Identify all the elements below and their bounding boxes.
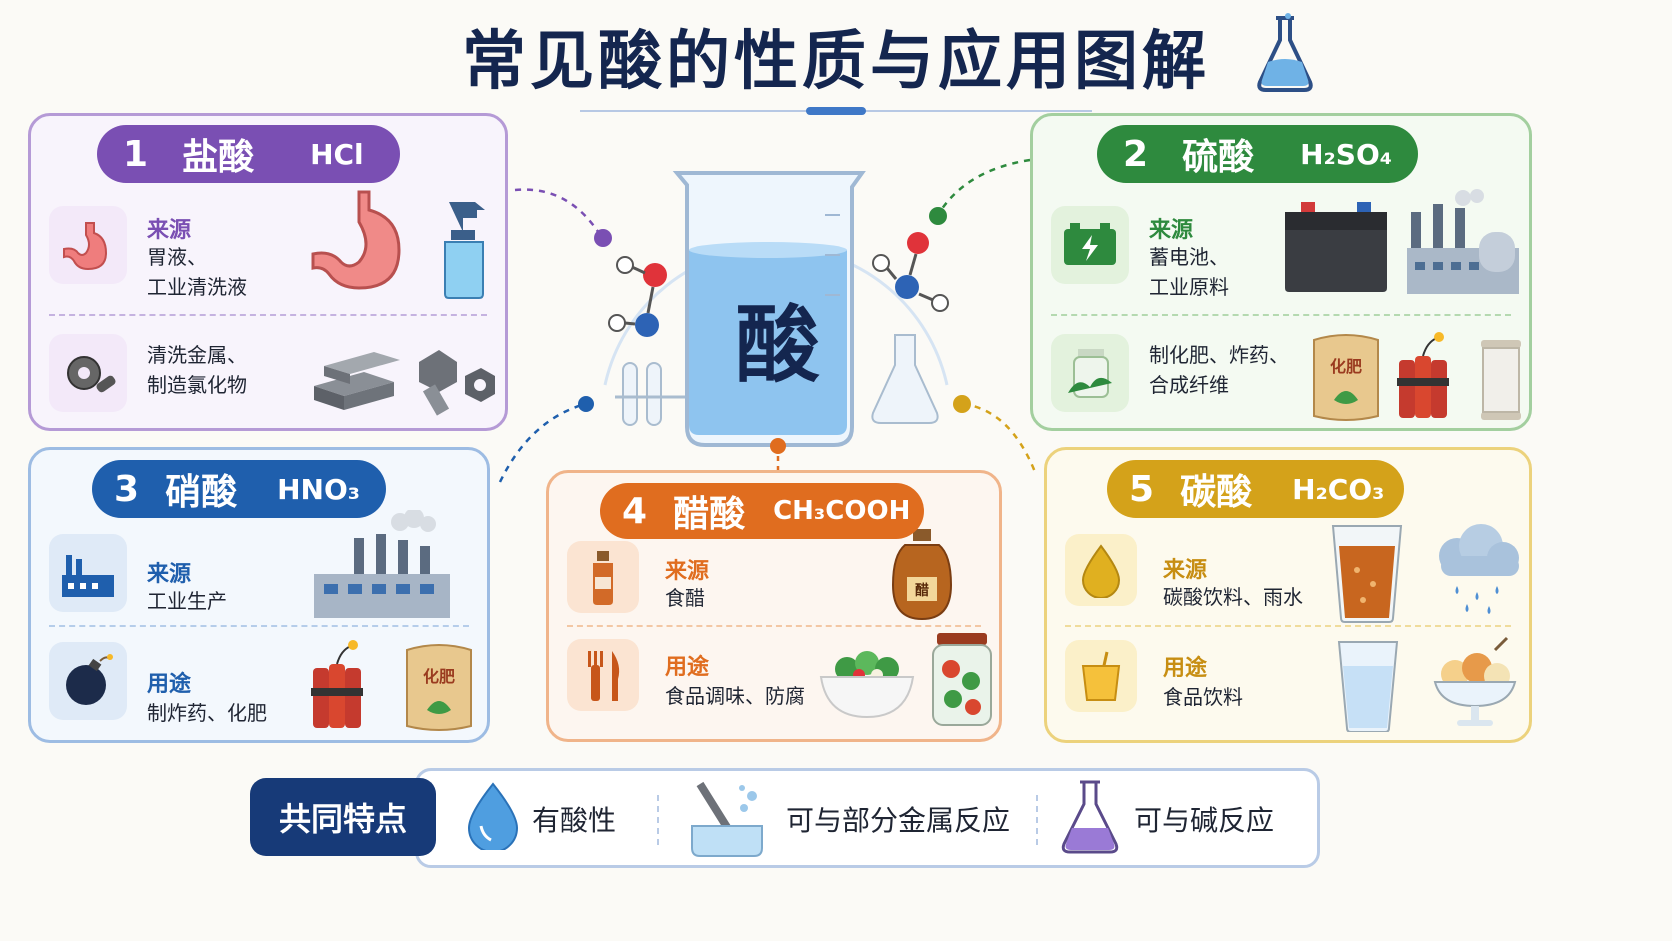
hno3-divider <box>49 625 469 627</box>
thread-spool-icon <box>1481 340 1521 420</box>
hcl-source-line-1: 胃液、 <box>147 245 207 269</box>
gear-icon <box>49 334 127 412</box>
salad-icon <box>819 651 915 719</box>
h2co3-name: 碳酸 <box>1180 472 1253 513</box>
pickle-jar-icon <box>932 633 992 726</box>
h2so4-title-pill: 2 硫酸 H₂SO₄ <box>1097 125 1419 183</box>
ch3cooh-number: 4 <box>622 490 648 532</box>
hcl-number: 1 <box>123 133 149 175</box>
ch3cooh-name: 醋酸 <box>673 494 746 535</box>
title-underline-accent <box>806 107 866 115</box>
h2co3-number: 5 <box>1129 468 1155 510</box>
ch3cooh-source-label: 来源 <box>665 559 710 584</box>
h2co3-title-pill: 5 碳酸 H₂CO₃ <box>1107 460 1405 518</box>
h2co3-formula: H₂CO₃ <box>1292 472 1385 506</box>
feature-base-reaction: 可与碱反应 <box>1134 804 1275 837</box>
hcl-use-line-1: 清洗金属、 <box>147 343 247 367</box>
h2co3-source-label: 来源 <box>1163 558 1208 583</box>
hno3-name: 硝酸 <box>165 472 238 513</box>
car-battery-icon <box>1285 202 1387 292</box>
ch3cooh-formula: CH₃COOH <box>773 496 911 526</box>
flask-icon <box>1257 13 1313 92</box>
metal-reaction-icon <box>691 781 763 857</box>
h2so4-fert-label: 化肥 <box>1330 357 1362 376</box>
feature-metal-reaction: 可与部分金属反应 <box>786 804 1011 837</box>
fertilizer-bag-icon: 化肥 <box>1313 334 1379 421</box>
h2so4-divider <box>1051 314 1511 316</box>
common-features-label: 共同特点 <box>250 778 436 856</box>
flask-icon <box>1061 780 1119 854</box>
hcl-divider <box>49 314 487 316</box>
h2so4-use-line-1: 制化肥、炸药、 <box>1149 343 1289 367</box>
hno3-source-label: 来源 <box>147 562 192 587</box>
water-drop-icon <box>467 782 519 850</box>
h2so4-name: 硫酸 <box>1182 137 1255 178</box>
hno3-source-line-1: 工业生产 <box>147 589 227 613</box>
industrial-factory-illustration <box>314 510 450 618</box>
hno3-number: 3 <box>114 468 140 510</box>
ch3cooh-use-label: 用途 <box>665 655 710 680</box>
fertilizer-jar-icon <box>1051 334 1129 412</box>
h2co3-use-line-1: 食品饮料 <box>1163 685 1243 709</box>
factory-icon <box>49 534 127 612</box>
h2so4-source-label: 来源 <box>1149 218 1194 243</box>
vinegar-label: 醋 <box>915 582 929 599</box>
water-glass-icon <box>1337 641 1399 732</box>
hno3-title-pill: 3 硝酸 HNO₃ <box>92 460 387 518</box>
h2so4-source-line-1: 蓄电池、 <box>1149 245 1229 269</box>
h2so4-use-line-2: 合成纤维 <box>1149 373 1229 397</box>
bomb-icon <box>49 642 127 720</box>
dynamite-icon <box>1397 332 1449 418</box>
metal-bars-icon <box>314 352 400 410</box>
common-features-panel <box>415 768 1320 868</box>
page-title: 常见酸的性质与应用图解 <box>462 25 1210 99</box>
hno3-use-line-1: 制炸药、化肥 <box>147 701 267 725</box>
ch3cooh-divider <box>567 625 981 627</box>
rain-cloud-icon <box>1439 524 1519 614</box>
h2co3-use-label: 用途 <box>1163 656 1208 681</box>
bolt-nut-icon <box>419 350 495 416</box>
h2co3-source-line-1: 碳酸饮料、雨水 <box>1163 585 1303 609</box>
vinegar-jar-icon: 醋 <box>891 529 953 621</box>
juice-glass-icon <box>1065 640 1137 712</box>
feature-separator-2 <box>1036 795 1038 845</box>
drop-icon <box>1065 534 1137 606</box>
fertilizer-bag-icon: 化肥 <box>406 644 472 731</box>
spray-bottle-icon <box>444 202 485 299</box>
ch3cooh-use-line-1: 食品调味、防腐 <box>665 684 805 708</box>
stomach-illustration <box>311 190 401 290</box>
hcl-name: 盐酸 <box>182 137 255 178</box>
h2so4-number: 2 <box>1123 133 1149 175</box>
center-label: 酸 <box>735 296 820 394</box>
hcl-source-line-2: 工业清洗液 <box>147 275 247 299</box>
battery-icon <box>1051 206 1129 284</box>
feature-acidic: 有酸性 <box>532 804 617 837</box>
h2so4-source-line-2: 工业原料 <box>1149 275 1229 299</box>
h2co3-divider <box>1065 625 1511 627</box>
hcl-formula: HCl <box>310 137 364 171</box>
center-beaker-illustration <box>603 171 949 447</box>
hcl-source-label: 来源 <box>147 218 192 243</box>
hno3-use-label: 用途 <box>147 672 192 697</box>
stomach-icon <box>49 206 127 284</box>
h2so4-formula: H₂SO₄ <box>1300 137 1393 171</box>
dynamite-icon <box>311 640 363 728</box>
hcl-use-line-2: 制造氯化物 <box>147 373 247 397</box>
bottle-icon <box>567 541 639 613</box>
ice-cream-icon <box>1433 636 1517 726</box>
fork-knife-icon <box>567 639 639 711</box>
hno3-formula: HNO₃ <box>277 472 361 506</box>
hno3-fert-label: 化肥 <box>423 667 455 686</box>
feature-separator-1 <box>657 795 659 845</box>
soda-glass-icon <box>1331 525 1403 623</box>
ch3cooh-source-line-1: 食醋 <box>665 586 705 610</box>
ch3cooh-title-pill: 4 醋酸 CH₃COOH <box>600 483 925 539</box>
hcl-title-pill: 1 盐酸 HCl <box>97 125 400 183</box>
factory-icon <box>1407 189 1519 294</box>
